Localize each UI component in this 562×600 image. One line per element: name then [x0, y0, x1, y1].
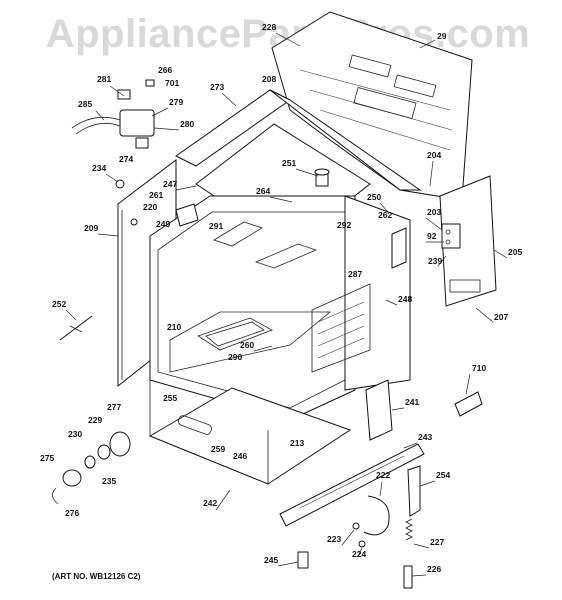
callout-203: 203 [427, 207, 441, 217]
callout-260: 260 [240, 340, 254, 350]
callout-274: 274 [119, 154, 133, 164]
callout-287: 287 [348, 269, 362, 279]
callout-275: 275 [40, 453, 54, 463]
callout-228: 228 [262, 22, 276, 32]
callout-224: 224 [352, 549, 366, 559]
callout-230: 230 [68, 429, 82, 439]
oven-cavity-part [149, 195, 356, 421]
leveling-bracket-part [407, 465, 421, 517]
bottom-frame-part [148, 380, 352, 485]
spring-part [403, 518, 413, 589]
callout-279: 279 [169, 97, 183, 107]
leader-lines [65, 32, 508, 577]
callout-255: 255 [163, 393, 177, 403]
callout-223: 223 [327, 534, 341, 544]
callout-235: 235 [102, 476, 116, 486]
back-panel-part [271, 11, 473, 201]
callout-259: 259 [211, 444, 225, 454]
leveling-leg-part [297, 551, 309, 569]
anti-tip-bracket-part [352, 495, 390, 548]
callout-262: 262 [378, 210, 392, 220]
callout-249: 249 [156, 219, 170, 229]
callout-209: 209 [84, 223, 98, 233]
callout-266: 266 [158, 65, 172, 75]
callout-290: 290 [228, 352, 242, 362]
callout-234: 234 [92, 163, 106, 173]
art-number-label: (ART NO. WB12126 C2) [52, 572, 141, 581]
rear-right-cover-part [439, 175, 497, 307]
callout-277: 277 [107, 402, 121, 412]
callout-701: 701 [165, 78, 179, 88]
callout-291: 291 [209, 221, 223, 231]
callout-292: 292 [337, 220, 351, 230]
callout-29: 29 [437, 31, 447, 41]
callout-710: 710 [472, 363, 486, 373]
sensor-probe-part [59, 315, 93, 341]
callout-276: 276 [65, 508, 79, 518]
callout-241: 241 [405, 397, 419, 407]
callout-246: 246 [233, 451, 247, 461]
callout-251: 251 [282, 158, 296, 168]
callout-264: 264 [256, 186, 270, 196]
callout-247: 247 [163, 179, 177, 189]
callout-220: 220 [143, 202, 157, 212]
callout-239: 239 [428, 256, 442, 266]
callout-207: 207 [494, 312, 508, 322]
callout-250: 250 [367, 192, 381, 202]
callout-213: 213 [290, 438, 304, 448]
callout-254: 254 [436, 470, 450, 480]
callout-208: 208 [262, 74, 276, 84]
hinge-710-part [454, 391, 483, 417]
callout-210: 210 [167, 322, 181, 332]
callout-281: 281 [97, 74, 111, 84]
callout-248: 248 [398, 294, 412, 304]
callout-273: 273 [210, 82, 224, 92]
callout-252: 252 [52, 299, 66, 309]
callout-285: 285 [78, 99, 92, 109]
small-parts-left [115, 179, 199, 227]
terminal-block-part [441, 223, 461, 249]
lower-trim-part [279, 443, 425, 527]
callout-204: 204 [427, 150, 441, 160]
bracket-262-part [391, 227, 407, 269]
top-frame-part [175, 89, 422, 191]
callout-labels: 228 29 266 281 701 273 208 285 279 280 274 251 204 23… [40, 22, 522, 574]
callout-222: 222 [376, 470, 390, 480]
front-bracket-241-part [365, 379, 393, 441]
callout-227: 227 [430, 537, 444, 547]
valve-assembly-part [71, 79, 155, 149]
callout-226: 226 [427, 564, 441, 574]
callout-242: 242 [203, 498, 217, 508]
callout-280: 280 [180, 119, 194, 129]
callout-205: 205 [508, 247, 522, 257]
callout-261: 261 [149, 190, 163, 200]
callout-245: 245 [264, 555, 278, 565]
callout-229: 229 [88, 415, 102, 425]
callout-92: 92 [427, 231, 437, 241]
knob-parts [52, 431, 131, 505]
callout-243: 243 [418, 432, 432, 442]
